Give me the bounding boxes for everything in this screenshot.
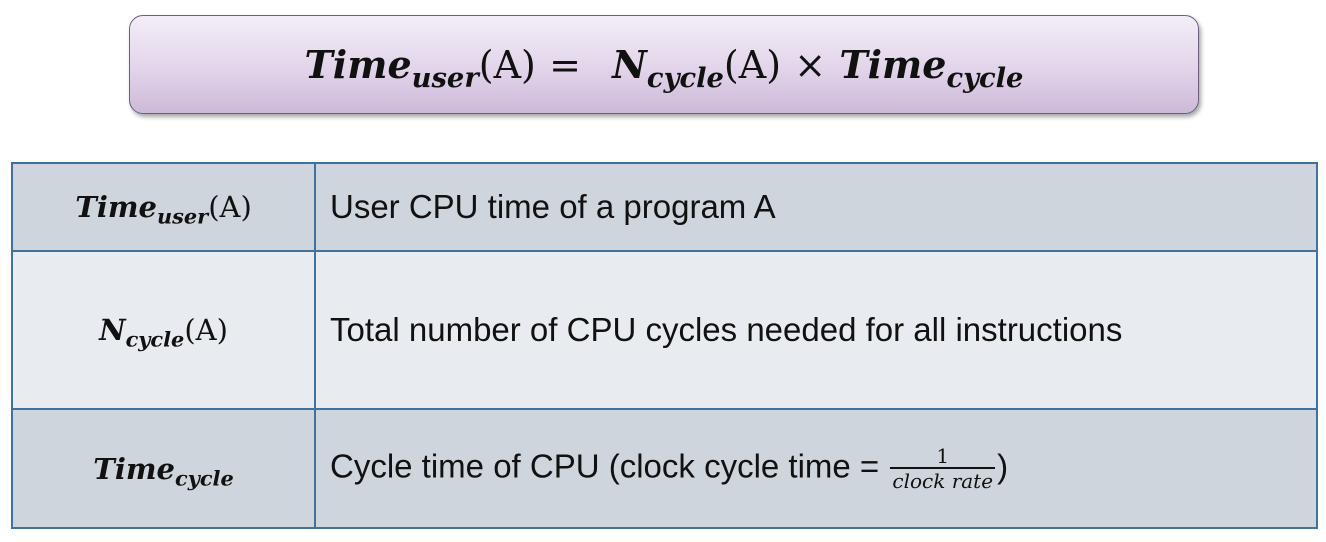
symbol-cell: Timecycle xyxy=(11,408,316,529)
symbol-cell: Ncycle(A) xyxy=(11,250,316,410)
symbol-time-user: Timeuser(A) xyxy=(75,190,252,229)
description-prefix: Cycle time of CPU (clock cycle time = xyxy=(330,447,889,485)
description-cell: User CPU time of a program A xyxy=(314,162,1318,252)
formula-lhs-main: Time xyxy=(304,42,412,87)
definitions-table: Timeuser(A) User CPU time of a program A… xyxy=(11,162,1318,529)
formula-equals: = xyxy=(549,43,581,87)
formula-rhs-main: Time xyxy=(839,42,947,87)
symbol-n-cycle: Ncycle(A) xyxy=(99,313,228,352)
table-row: Ncycle(A) Total number of CPU cycles nee… xyxy=(11,250,1318,410)
formula-lhs-arg: (A) xyxy=(478,43,536,87)
formula-n-main: N xyxy=(612,42,647,87)
description-suffix: ) xyxy=(997,447,1009,485)
fraction-denominator: clock rate xyxy=(890,466,996,493)
description-cell: Total number of CPU cycles needed for al… xyxy=(314,250,1318,410)
formula-n-sub: cycle xyxy=(646,61,724,94)
fraction-numerator: 1 xyxy=(936,443,950,468)
formula-box: Timeuser(A) = Ncycle(A) × Timecycle xyxy=(129,15,1199,114)
formula-times: × xyxy=(794,43,827,87)
formula-n-arg: (A) xyxy=(723,43,782,87)
formula-rhs-sub: cycle xyxy=(946,61,1024,94)
main-formula: Timeuser(A) = Ncycle(A) × Timecycle xyxy=(304,42,1024,91)
symbol-cell: Timeuser(A) xyxy=(11,162,316,252)
symbol-time-cycle: Timecycle xyxy=(93,451,234,491)
table-row: Timecycle Cycle time of CPU (clock cycle… xyxy=(11,408,1318,529)
formula-lhs-sub: user xyxy=(411,61,479,94)
table-row: Timeuser(A) User CPU time of a program A xyxy=(11,162,1318,252)
